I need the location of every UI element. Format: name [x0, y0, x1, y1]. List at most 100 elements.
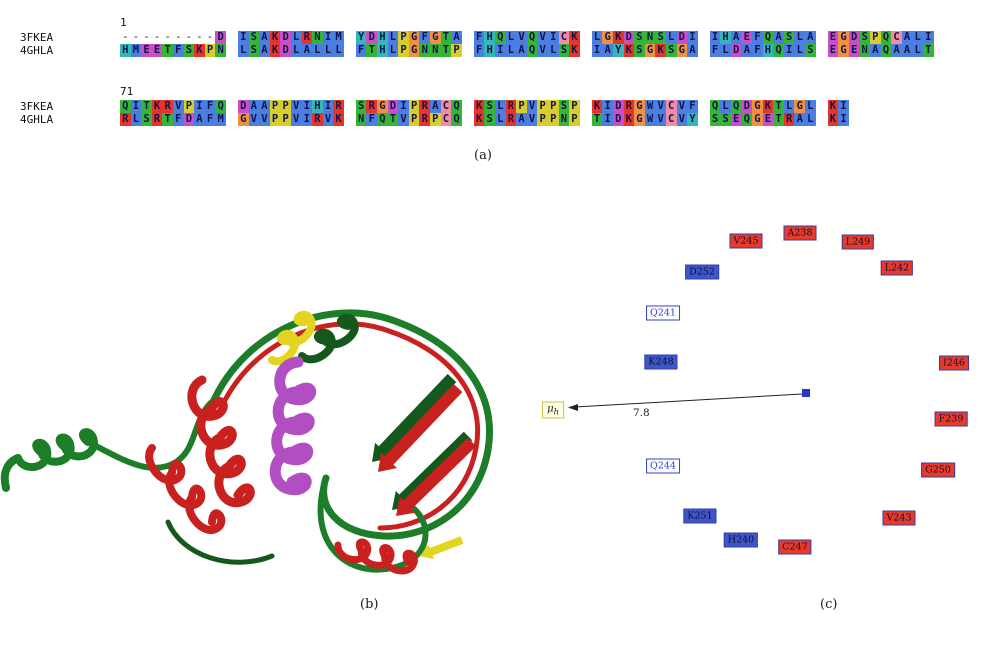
- residue-cell: W: [644, 113, 656, 126]
- residue-cell: Y: [612, 44, 624, 57]
- residue-cell: I: [783, 44, 795, 57]
- residue-cell: H: [484, 31, 495, 44]
- residue-cell: F: [709, 44, 721, 57]
- residue-cell: G: [377, 100, 388, 113]
- moment-arrow-layer: [568, 389, 810, 411]
- residue-cell: I: [591, 44, 603, 57]
- beta-arrow-green-2: [392, 431, 473, 510]
- residue-cell: E: [848, 44, 860, 57]
- residue-cell: P: [269, 100, 281, 113]
- residue-cell: I: [130, 100, 142, 113]
- structure-superposition-panel: [0, 210, 520, 600]
- caption-c: (c): [820, 597, 838, 612]
- residue-cell: S: [783, 31, 795, 44]
- residue-cell: L: [312, 44, 323, 57]
- residue-cell: R: [505, 113, 517, 126]
- residue-cell: Q: [709, 100, 721, 113]
- residue-cell: I: [922, 31, 934, 44]
- residue-cell: S: [805, 44, 816, 57]
- residue-cell: Q: [880, 44, 892, 57]
- residue-cell: T: [591, 113, 603, 126]
- residue-cell: L: [333, 44, 344, 57]
- sequence-name: 4GHLA: [20, 113, 54, 126]
- residue-cell: N: [419, 44, 431, 57]
- residue-cell: G: [838, 44, 849, 57]
- residue-cell: S: [141, 113, 152, 126]
- residue-cell: A: [741, 44, 753, 57]
- residue-cell: S: [484, 113, 495, 126]
- ribbon-diagram: [0, 309, 493, 575]
- residue-cell: V: [259, 113, 270, 126]
- residue-cell: K: [151, 100, 163, 113]
- residue-cell: R: [419, 100, 431, 113]
- residue-cell: K: [473, 100, 485, 113]
- helix-yellow-top: [268, 310, 316, 366]
- residue-cell: E: [762, 113, 774, 126]
- residue-cell: S: [634, 31, 645, 44]
- residue-cell: V: [516, 31, 527, 44]
- residue-cell: V: [172, 100, 184, 113]
- residue-cell: Q: [741, 113, 753, 126]
- beta-arrow-red-1: [378, 383, 463, 472]
- residue-cell: Y: [687, 113, 698, 126]
- residue-cell: A: [602, 44, 613, 57]
- residue-cell: A: [794, 113, 806, 126]
- residue-cell: F: [172, 44, 184, 57]
- residue-cell: A: [248, 100, 260, 113]
- residue-label: A238: [783, 225, 817, 241]
- caption-a: (a): [474, 148, 492, 163]
- residue-cell: S: [859, 31, 870, 44]
- residue-cell: F: [355, 44, 367, 57]
- residue-cell: A: [901, 44, 913, 57]
- residue-cell: Q: [762, 31, 774, 44]
- residue-cell: -: [143, 31, 150, 43]
- residue-cell: K: [194, 44, 205, 57]
- residue-cell: L: [912, 31, 923, 44]
- residue-cell: A: [451, 31, 462, 44]
- residue-cell: G: [408, 44, 420, 57]
- residue-cell: R: [162, 100, 173, 113]
- beta-arrow-green-1: [372, 373, 457, 462]
- residue-cell: S: [709, 113, 721, 126]
- residue-cell: K: [269, 44, 281, 57]
- residue-cell: H: [720, 31, 731, 44]
- residue-cell: A: [891, 44, 902, 57]
- residue-cell: T: [387, 113, 399, 126]
- residue-cell: L: [805, 113, 816, 126]
- beta-arrow-red-2: [396, 437, 477, 516]
- residue-cell: A: [259, 100, 270, 113]
- residue-cell: R: [505, 100, 517, 113]
- residue-cell: F: [172, 113, 184, 126]
- residue-cell: P: [516, 100, 527, 113]
- residue-cell: R: [333, 100, 344, 113]
- residue-cell: T: [773, 113, 784, 126]
- helix-red-1: [187, 375, 255, 508]
- residue-cell: D: [366, 31, 378, 44]
- residue-cell: F: [473, 31, 485, 44]
- residue-cell: L: [505, 31, 517, 44]
- residue-cell: T: [162, 113, 173, 126]
- residue-cell: S: [248, 31, 260, 44]
- residue-cell: T: [141, 100, 152, 113]
- residue-cell: L: [794, 44, 806, 57]
- residue-cell: H: [762, 44, 774, 57]
- residue-cell: -: [196, 31, 203, 43]
- residue-cell: Q: [377, 113, 388, 126]
- residue-cell: V: [676, 100, 688, 113]
- residue-cell: S: [183, 44, 195, 57]
- residue-cell: V: [537, 31, 548, 44]
- residue-cell: R: [419, 113, 431, 126]
- residue-cell: S: [355, 100, 367, 113]
- residue-cell: L: [290, 44, 302, 57]
- residue-cell: Q: [526, 44, 538, 57]
- alignment-position-number: 1: [120, 16, 127, 29]
